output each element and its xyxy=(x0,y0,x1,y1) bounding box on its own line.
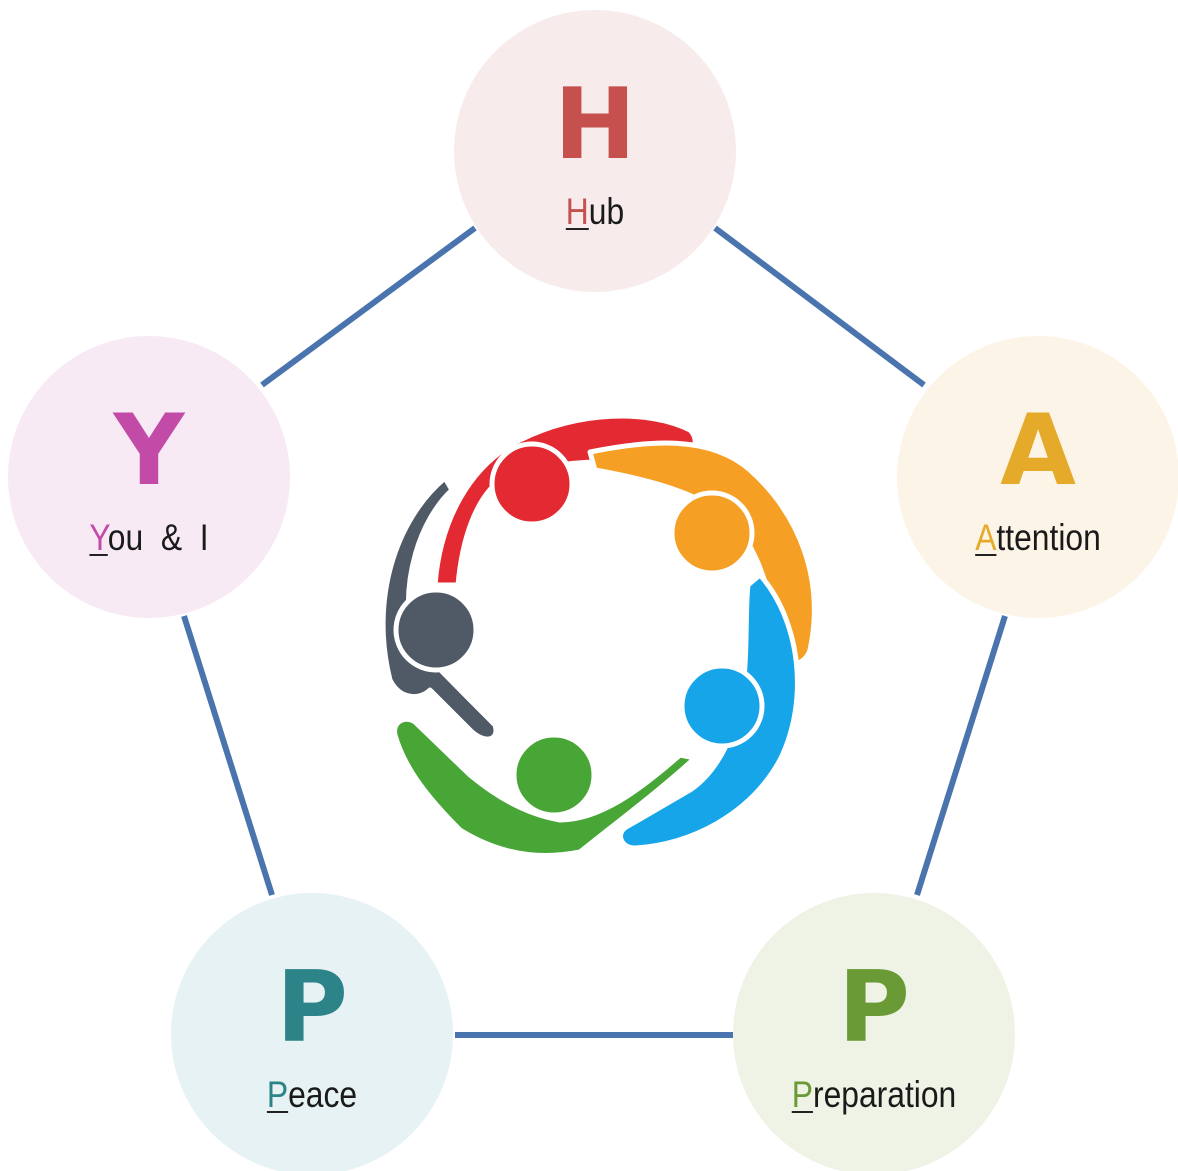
node-word-initial: H xyxy=(565,191,589,232)
node-letter: H xyxy=(553,68,637,182)
green-person xyxy=(392,716,698,858)
node-word: Hub xyxy=(474,192,717,232)
node-attention: A Attention xyxy=(897,336,1178,618)
node-letter: P xyxy=(838,951,910,1065)
node-word: Preparation xyxy=(753,1075,996,1115)
node-word: Attention xyxy=(917,518,1160,558)
edge-attention-preparation xyxy=(914,615,1008,896)
node-peace: P Peace xyxy=(171,893,453,1171)
node-letter: Y xyxy=(113,394,185,508)
node-word-initial: Y xyxy=(89,517,108,558)
node-preparation: P Preparation xyxy=(733,893,1015,1171)
gray-person xyxy=(380,475,499,742)
edge-peace-you xyxy=(181,615,275,896)
node-word-rest: eace xyxy=(288,1074,358,1115)
orange-person xyxy=(587,440,817,666)
node-word: Peace xyxy=(191,1075,434,1115)
node-word-rest: ttention xyxy=(996,517,1101,558)
edge-you-hub xyxy=(260,225,477,388)
node-word-rest: reparation xyxy=(812,1074,957,1115)
node-word-initial: P xyxy=(791,1074,813,1115)
node-letter: A xyxy=(1000,394,1076,508)
node-word-rest: ou & I xyxy=(107,517,209,558)
blue-person xyxy=(618,572,800,851)
node-word-initial: A xyxy=(975,517,997,558)
node-hub: H Hub xyxy=(454,10,736,292)
node-you-and-i: Y You & I xyxy=(8,336,290,618)
edge-hub-attention xyxy=(713,225,926,388)
node-word-initial: P xyxy=(266,1074,289,1115)
node-word-rest: ub xyxy=(588,191,625,232)
node-letter: P xyxy=(276,951,348,1065)
node-word: You & I xyxy=(28,518,271,558)
